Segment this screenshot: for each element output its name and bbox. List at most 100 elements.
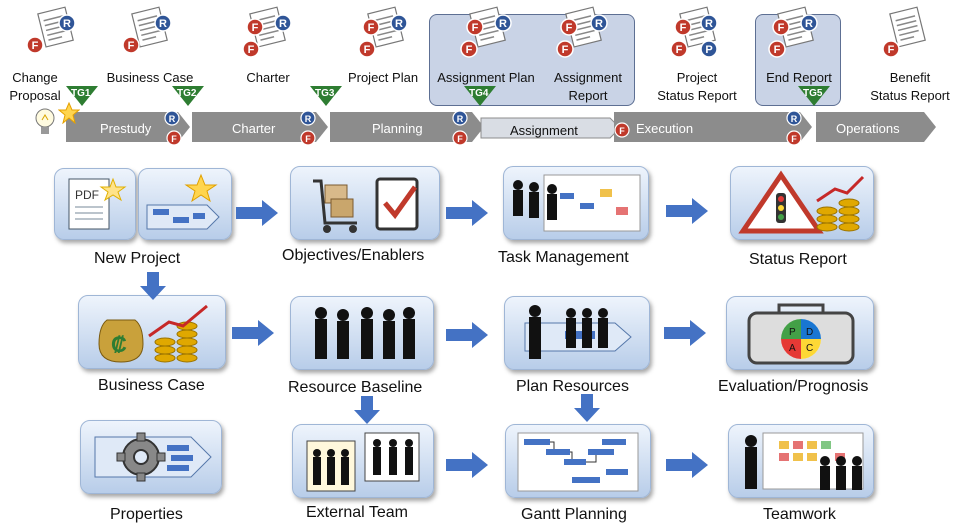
svg-text:R: R xyxy=(791,114,798,124)
label-task-management: Task Management xyxy=(498,249,629,266)
gate-tg2: TG2 xyxy=(177,88,197,99)
svg-text:F: F xyxy=(566,22,573,34)
svg-text:R: R xyxy=(159,18,167,30)
project-status-report-label: Status Report xyxy=(657,88,737,103)
gate-tg4: TG4 xyxy=(469,88,489,99)
flow-arrow-right-icon xyxy=(446,322,488,348)
label-properties: Properties xyxy=(110,506,183,523)
f-badge-icon: F xyxy=(362,18,380,36)
f-badge-icon: F xyxy=(786,130,802,146)
charter-label: Charter xyxy=(246,70,290,85)
label-objectives-enablers: Objectives/Enablers xyxy=(282,247,425,264)
label-resource-baseline: Resource Baseline xyxy=(288,379,423,396)
svg-text:R: R xyxy=(595,18,603,30)
gate-tg5: TG5 xyxy=(803,88,823,99)
properties-tile[interactable] xyxy=(80,420,222,494)
evaluation-prognosis-tile[interactable]: P D C A xyxy=(726,296,874,370)
gantt-planning-tile[interactable] xyxy=(505,424,651,498)
phase-operations: Operations xyxy=(836,121,900,136)
flow-arrow-right-icon xyxy=(666,452,708,478)
svg-text:F: F xyxy=(252,22,259,34)
f-badge-icon: F xyxy=(122,36,140,54)
f-badge-icon: F xyxy=(26,36,44,54)
svg-text:P: P xyxy=(705,44,712,56)
r-badge-icon: R xyxy=(800,14,818,32)
lightbulb-icon xyxy=(35,108,55,134)
status-report-tile[interactable] xyxy=(730,166,874,240)
pdca-c: C xyxy=(806,343,813,354)
r-badge-icon: R xyxy=(300,110,316,126)
f-badge-icon: F xyxy=(166,130,182,146)
end-report-label: End Report xyxy=(766,70,832,85)
label-gantt-planning: Gantt Planning xyxy=(521,506,627,523)
benefit-status-report-label: Benefit xyxy=(889,70,931,85)
f-badge-icon: F xyxy=(882,40,900,58)
svg-text:R: R xyxy=(805,18,813,30)
flow-arrow-right-icon xyxy=(446,452,488,478)
project-plan-label: Project Plan xyxy=(347,70,419,85)
svg-text:R: R xyxy=(457,114,464,124)
r-badge-icon: R xyxy=(452,110,468,126)
phase-execution: Execution xyxy=(636,121,694,136)
p-badge-icon: P xyxy=(700,40,718,58)
plan-resources-tile[interactable] xyxy=(504,296,650,370)
phase-assignment: Assignment xyxy=(510,123,578,138)
svg-text:F: F xyxy=(368,22,375,34)
svg-text:F: F xyxy=(619,126,625,136)
svg-text:₡: ₡ xyxy=(111,332,127,357)
svg-text:R: R xyxy=(705,18,713,30)
project-status-report-label: Project xyxy=(676,70,718,85)
label-teamwork: Teamwork xyxy=(763,506,836,523)
r-badge-icon: R xyxy=(58,14,76,32)
change-proposal-label: Proposal xyxy=(9,88,61,103)
pdca-d: D xyxy=(806,327,813,338)
label-business-case: Business Case xyxy=(98,377,205,394)
flow-arrow-right-icon xyxy=(664,320,706,346)
svg-text:F: F xyxy=(171,134,177,144)
phase-charter: Charter xyxy=(232,121,276,136)
svg-text:F: F xyxy=(466,44,473,56)
svg-text:R: R xyxy=(279,18,287,30)
r-badge-icon: R xyxy=(494,14,512,32)
f-badge-icon: F xyxy=(768,40,786,58)
flow-arrow-down-icon xyxy=(140,272,166,300)
svg-text:F: F xyxy=(676,44,683,56)
f-badge-icon: F xyxy=(614,122,630,138)
svg-text:R: R xyxy=(499,18,507,30)
r-badge-icon: R xyxy=(786,110,802,126)
business-case-label: Business Case xyxy=(106,70,194,85)
f-badge-icon: F xyxy=(772,18,790,36)
svg-text:F: F xyxy=(680,22,687,34)
svg-text:R: R xyxy=(395,18,403,30)
svg-text:F: F xyxy=(305,134,311,144)
assignment-report-label: Report xyxy=(568,88,608,103)
label-plan-resources: Plan Resources xyxy=(516,378,629,395)
benefit-status-report-label: Status Report xyxy=(870,88,950,103)
svg-text:F: F xyxy=(562,44,569,56)
assignment-report-label: Assignment xyxy=(554,70,622,85)
r-badge-icon: R xyxy=(390,14,408,32)
teamwork-tile[interactable] xyxy=(728,424,874,498)
flow-arrow-down-icon xyxy=(354,396,380,424)
external-team-tile[interactable] xyxy=(292,424,434,498)
pdf-text: PDF xyxy=(75,188,99,202)
resource-baseline-tile[interactable] xyxy=(290,296,434,370)
objectives-enablers-tile[interactable] xyxy=(290,166,440,240)
business-case-tile[interactable]: ₡ xyxy=(78,295,226,369)
pdca-a: A xyxy=(789,343,796,354)
svg-text:R: R xyxy=(305,114,312,124)
task-management-tile[interactable] xyxy=(503,166,649,240)
svg-text:R: R xyxy=(63,18,71,30)
new-project-flow-tile[interactable] xyxy=(138,168,232,240)
gate-tg3: TG3 xyxy=(315,88,335,99)
svg-text:F: F xyxy=(778,22,785,34)
f-badge-icon: F xyxy=(452,130,468,146)
label-new-project: New Project xyxy=(94,250,181,267)
r-badge-icon: R xyxy=(274,14,292,32)
pdca-p: P xyxy=(789,327,796,338)
svg-text:F: F xyxy=(32,40,39,52)
r-badge-icon: R xyxy=(154,14,172,32)
new-project-pdf-tile[interactable]: PDF xyxy=(54,168,136,240)
label-status-report: Status Report xyxy=(749,251,847,268)
phase-prestudy: Prestudy xyxy=(100,121,152,136)
